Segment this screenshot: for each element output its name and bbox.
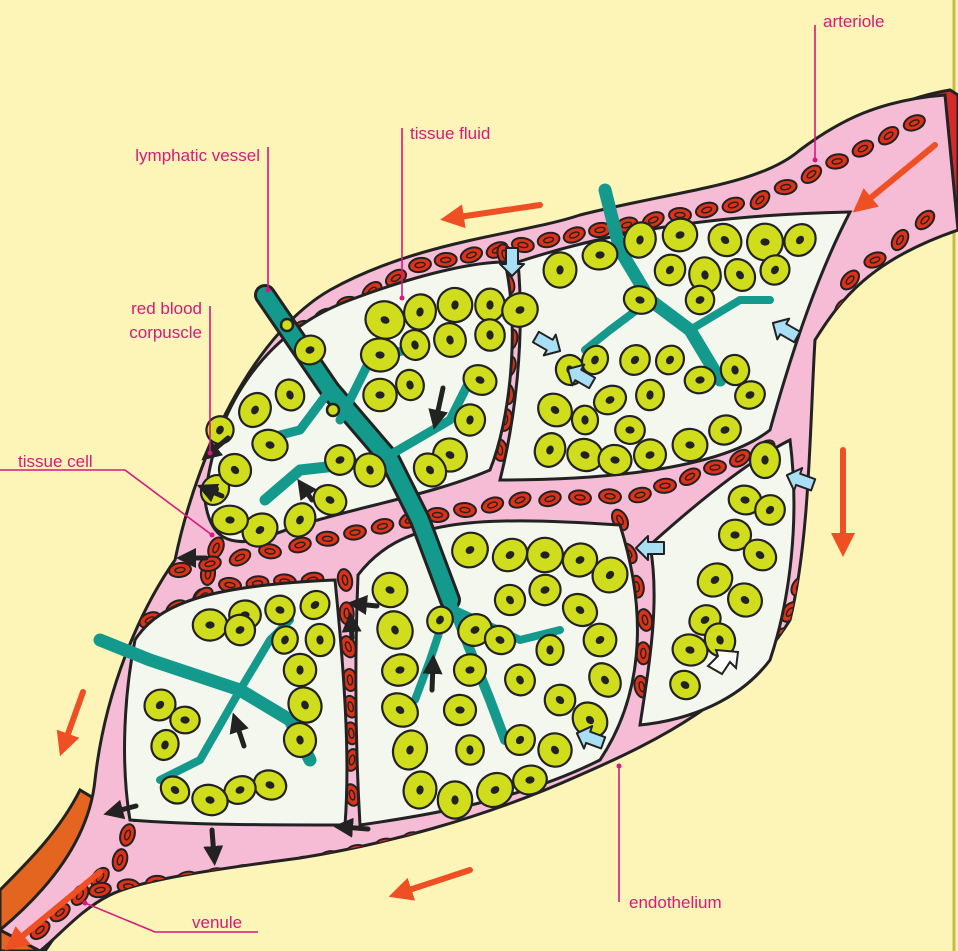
tissue-cell	[672, 428, 709, 463]
label-red-blood-line2: corpuscle	[129, 323, 202, 342]
label-tissue-cell: tissue cell	[18, 452, 93, 471]
tissue-cell	[192, 609, 227, 641]
tissue-cell	[363, 379, 397, 412]
lymph-valve-upper	[281, 319, 293, 331]
flow-arrow-left	[64, 692, 83, 745]
red-blood-corpuscle	[819, 358, 837, 382]
flow-arrow-bottom	[400, 870, 470, 893]
label-arteriole: arteriole	[823, 12, 884, 31]
tissue-cell	[438, 781, 472, 818]
label-venule: venule	[192, 913, 242, 932]
label-endothelium: endothelium	[629, 893, 722, 912]
tissue-cell	[527, 537, 564, 573]
label-tissue-fluid: tissue fluid	[410, 124, 490, 143]
tissue-cell	[536, 635, 564, 666]
red-blood-corpuscle	[813, 389, 828, 412]
tissue-cell	[284, 654, 316, 686]
label-red-blood-line1: red blood	[131, 299, 202, 318]
red-blood-corpuscle	[316, 531, 338, 546]
red-blood-corpuscle	[434, 252, 457, 268]
tissue-cell	[443, 694, 477, 726]
red-blood-corpuscle	[811, 415, 826, 437]
tissue-cell	[212, 505, 249, 535]
lymph-valve-lower	[327, 404, 339, 416]
red-blood-corpuscle	[801, 548, 820, 573]
tissue-cell	[455, 734, 485, 765]
tissue-cell	[571, 405, 599, 436]
red-blood-corpuscle	[824, 327, 845, 353]
label-lymphatic-vessel: lymphatic vessel	[135, 146, 260, 165]
flow-arrow-top	[452, 205, 540, 218]
tissue-cell	[749, 441, 780, 478]
red-blood-corpuscle	[487, 809, 513, 831]
tissue-cell	[542, 251, 577, 288]
